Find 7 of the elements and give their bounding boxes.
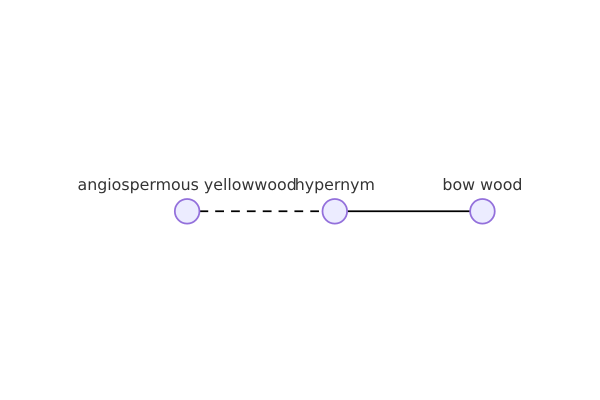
- node-circle: [174, 198, 200, 224]
- connector-line: [347, 210, 470, 212]
- node-circle: [322, 198, 348, 224]
- node-caption: bow wood: [442, 175, 522, 194]
- node-caption: hypernym: [294, 175, 375, 194]
- node-circle: [469, 198, 496, 224]
- node-caption: angiospermous yellowwood: [78, 175, 297, 194]
